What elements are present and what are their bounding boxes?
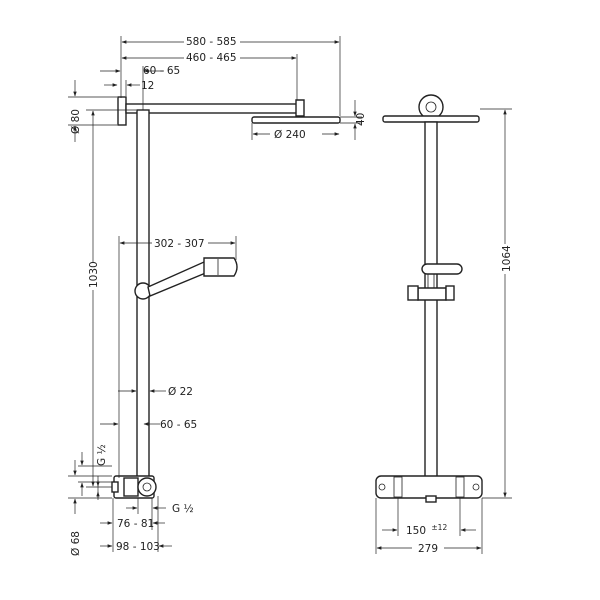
dim-pipe-diameter: Ø 22 (168, 386, 193, 398)
front-view: 1064 150 ±12 279 (375, 94, 514, 555)
dim-arm-length: 460 - 465 (186, 52, 237, 64)
front-valve-outlet (425, 495, 437, 503)
dim-valve-diameter: Ø 68 (70, 531, 82, 556)
dim-thread-bottom: G ½ (172, 503, 194, 515)
front-thermostat-bar (375, 475, 483, 499)
dim-inlet-centres-value: 150 (406, 525, 426, 537)
dim-flange-thickness: 12 (141, 80, 154, 92)
handshower-head (203, 257, 238, 277)
dim-valve-width: 279 (418, 543, 438, 555)
dim-total-height: 1064 (501, 245, 513, 272)
head-connector (295, 99, 305, 117)
dim-head-diameter: Ø 240 (274, 129, 306, 141)
front-overhead-head (382, 115, 480, 123)
dim-valve-offset-b: 98 - 103 (116, 541, 160, 553)
side-view: 580 - 585 460 - 465 60 - 65 12 Ø 80 40 Ø (68, 35, 367, 556)
front-holder (417, 287, 447, 301)
front-handshower (421, 263, 463, 275)
dim-head-height: 40 (355, 113, 367, 126)
dim-wall-offset: 60 - 65 (143, 65, 180, 77)
overhead-shower-head (251, 116, 341, 124)
dim-pipe-offset: 60 - 65 (160, 419, 197, 431)
dim-column-height: 1030 (88, 261, 100, 288)
dim-flange-diameter: Ø 80 (70, 109, 82, 134)
handshower-handle (147, 261, 209, 297)
dim-inlet-tolerance: ±12 (431, 523, 447, 532)
dim-handshower-reach: 302 - 307 (154, 238, 205, 250)
shower-arm (125, 103, 303, 114)
valve-outlet (123, 477, 139, 497)
dim-overall-reach: 580 - 585 (186, 36, 237, 48)
dim-inlet-centres: 150 ±12 (406, 523, 447, 537)
wall-flange (117, 96, 127, 126)
dim-thread-left: G ½ (96, 444, 108, 466)
dim-valve-offset-a: 76 - 81 (117, 518, 154, 530)
valve-control (137, 477, 157, 497)
